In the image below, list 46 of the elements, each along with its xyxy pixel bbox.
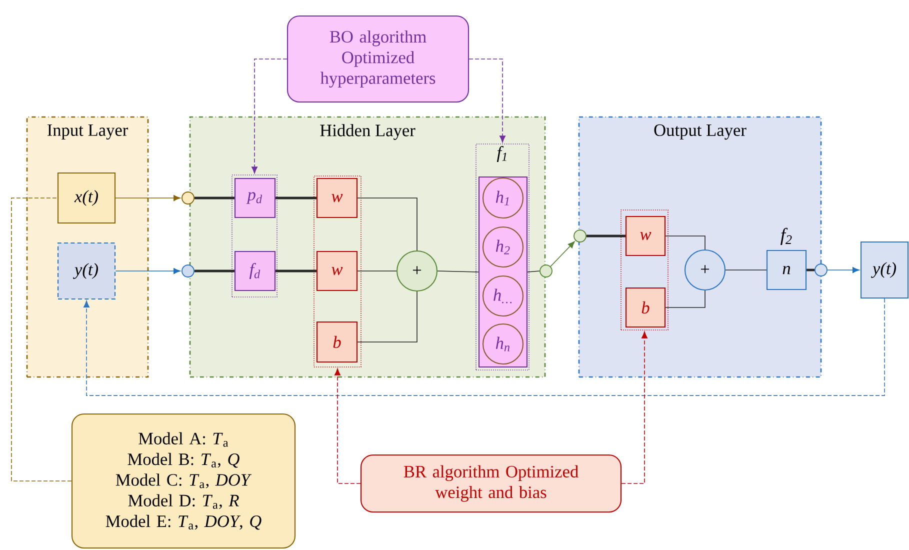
transfer-box: n xyxy=(766,250,807,290)
weight-box: w xyxy=(316,178,358,218)
bias-box: b xyxy=(625,287,666,328)
connector xyxy=(527,270,540,272)
connector xyxy=(665,290,706,308)
connector xyxy=(806,268,815,272)
weight-box: w xyxy=(625,216,666,256)
parameter-box: p$_{d}$ xyxy=(234,178,276,218)
parameter-box: f$_{d}$ xyxy=(234,250,276,292)
connector xyxy=(357,198,418,251)
junction-circle xyxy=(182,264,194,278)
algorithm-box: BO algorithm Optimized hyperparameters xyxy=(286,15,470,103)
bias-box: b xyxy=(316,321,358,363)
connector xyxy=(334,368,361,484)
connector xyxy=(276,196,316,200)
connector xyxy=(586,234,626,238)
connector xyxy=(84,298,885,396)
signal-box: x(t) xyxy=(57,172,116,224)
junction-circle xyxy=(574,230,586,242)
junction-circle xyxy=(814,264,828,276)
connector xyxy=(437,270,479,272)
connector xyxy=(194,270,234,272)
group-frame xyxy=(232,174,278,298)
junction-circle xyxy=(540,264,552,278)
connector xyxy=(550,241,575,267)
signal-box: y(t) xyxy=(57,242,116,300)
junction-circle xyxy=(182,192,194,204)
connector xyxy=(276,270,316,272)
connector xyxy=(252,58,288,174)
function-label: f$_{2}$ xyxy=(780,228,792,246)
connector xyxy=(11,198,72,482)
group-frame xyxy=(620,210,668,330)
connector xyxy=(665,236,706,250)
algorithm-box: BR algorithm Optimized weight and bias xyxy=(360,454,622,513)
signal-box: y(t) xyxy=(860,241,909,299)
connector xyxy=(357,291,418,342)
connector xyxy=(621,332,648,484)
connector xyxy=(194,196,234,200)
connector xyxy=(115,195,180,201)
connector xyxy=(827,267,860,273)
group-frame xyxy=(314,176,362,368)
connector xyxy=(357,270,397,272)
weight-box: w xyxy=(316,250,358,292)
model-box: Model A: T$_{a}$ Model B: T$_{a}$, Q Model C: T$_{a}$, DOY Model D: T$_{a}$, R Model E: T$_{a}$, DOY, Q xyxy=(71,413,296,549)
connector xyxy=(115,268,180,274)
connector xyxy=(468,58,506,143)
